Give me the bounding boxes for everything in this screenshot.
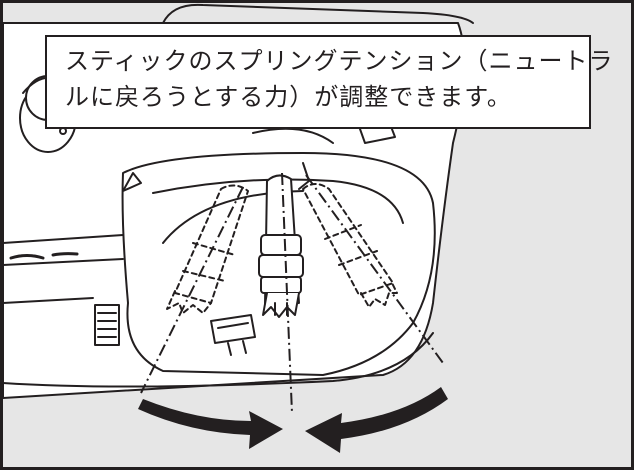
stick-left-tilt: [166, 184, 249, 314]
tension-callout: スティックのスプリングテンション（ニュートラ ルに戻ろうとする力）が調整できます…: [45, 35, 614, 129]
axis-right: [305, 174, 444, 364]
axis-left: [140, 186, 244, 394]
callout-line-1: スティックのスプリングテンション（ニュートラ: [65, 47, 614, 75]
callout-line-2: ルに戻ろうとする力）が調整できます。: [65, 83, 512, 111]
vent-grille: [94, 304, 120, 346]
stick-neutral: [258, 174, 304, 318]
axis-neutral: [281, 172, 293, 414]
stick-right-tilt: [302, 183, 398, 308]
tension-adjuster: [210, 314, 256, 344]
curved-arrow-right: [138, 399, 283, 449]
curved-arrow-left: [305, 387, 448, 453]
curved-arrows: [138, 387, 448, 453]
